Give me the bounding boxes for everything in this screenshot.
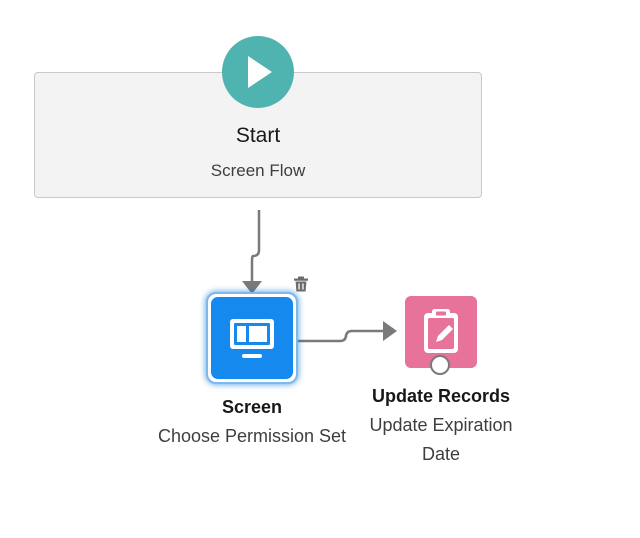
connector-arrow-head-update bbox=[383, 321, 397, 341]
trash-icon bbox=[294, 276, 308, 292]
delete-element-button[interactable] bbox=[292, 275, 310, 293]
element-end-connector[interactable] bbox=[430, 355, 450, 375]
start-title: Start bbox=[235, 124, 281, 147]
start-play-button[interactable] bbox=[222, 36, 294, 108]
clipboard-edit-icon bbox=[424, 309, 458, 353]
start-subtitle: Screen Flow bbox=[210, 161, 306, 180]
screen-element[interactable] bbox=[206, 292, 298, 384]
screen-element-title: Screen bbox=[221, 397, 283, 417]
connector-start-to-screen bbox=[250, 210, 261, 282]
update-records-label: Update Expiration Date bbox=[369, 415, 513, 464]
connector-screen-to-update bbox=[298, 329, 384, 343]
play-icon bbox=[248, 56, 272, 88]
connector-arrow-head-screen bbox=[242, 281, 262, 294]
screen-icon bbox=[230, 319, 274, 358]
update-records-element[interactable] bbox=[405, 296, 477, 368]
screen-element-label: Choose Permission Set bbox=[157, 426, 347, 446]
screen-element-tile bbox=[211, 297, 293, 379]
update-records-title: Update Records bbox=[371, 386, 511, 406]
